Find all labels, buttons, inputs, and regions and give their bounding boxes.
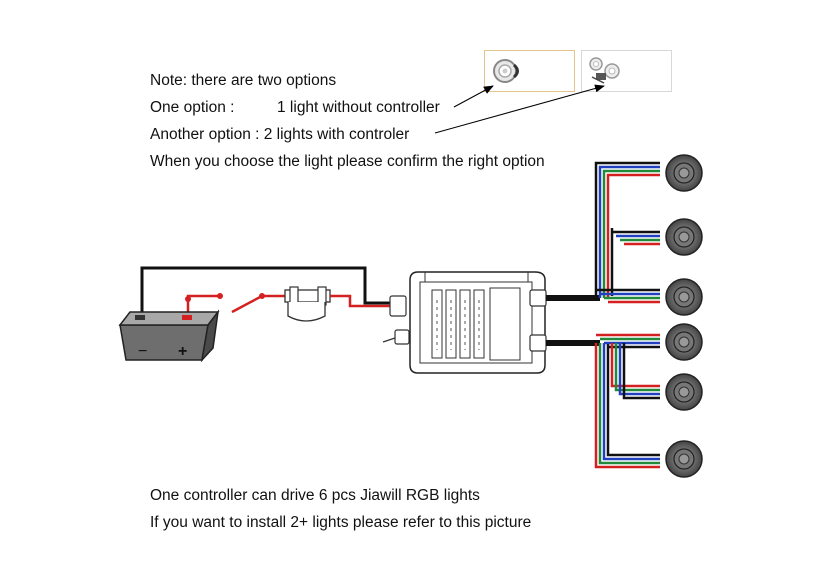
battery: − + [118,309,220,363]
light-6 [665,440,703,478]
light-1 [665,154,703,192]
light-2 [665,218,703,256]
option-2-arrow [434,84,605,134]
battery-plus-label: + [178,343,187,360]
footer-line-1: One controller can drive 6 pcs Jiawill R… [150,487,480,504]
single-light-icon [493,59,519,83]
option-1-thumbnail [484,50,575,92]
light-5 [665,373,703,411]
light-4 [665,323,703,361]
fuse-holder [284,286,331,322]
note-line-3: Another option : 2 lights with controler [150,126,410,143]
two-lights-icon [589,57,620,84]
black-wire [140,266,392,318]
footer-line-2: If you want to install 2+ lights please … [150,514,532,531]
note-line-1: Note: there are two options [150,72,337,89]
rgb-bus-bottom [594,333,660,469]
battery-minus-label: − [138,343,147,360]
note-line-2-label: One option : [150,99,235,116]
controller-box [382,271,547,374]
switch-lever [231,294,263,314]
note-line-4: When you choose the light please confirm… [150,153,545,170]
note-line-2-value: 1 light without controller [277,99,440,116]
option-1-arrow [453,85,494,108]
rgb-bus-top [594,161,660,304]
light-3 [665,278,703,316]
